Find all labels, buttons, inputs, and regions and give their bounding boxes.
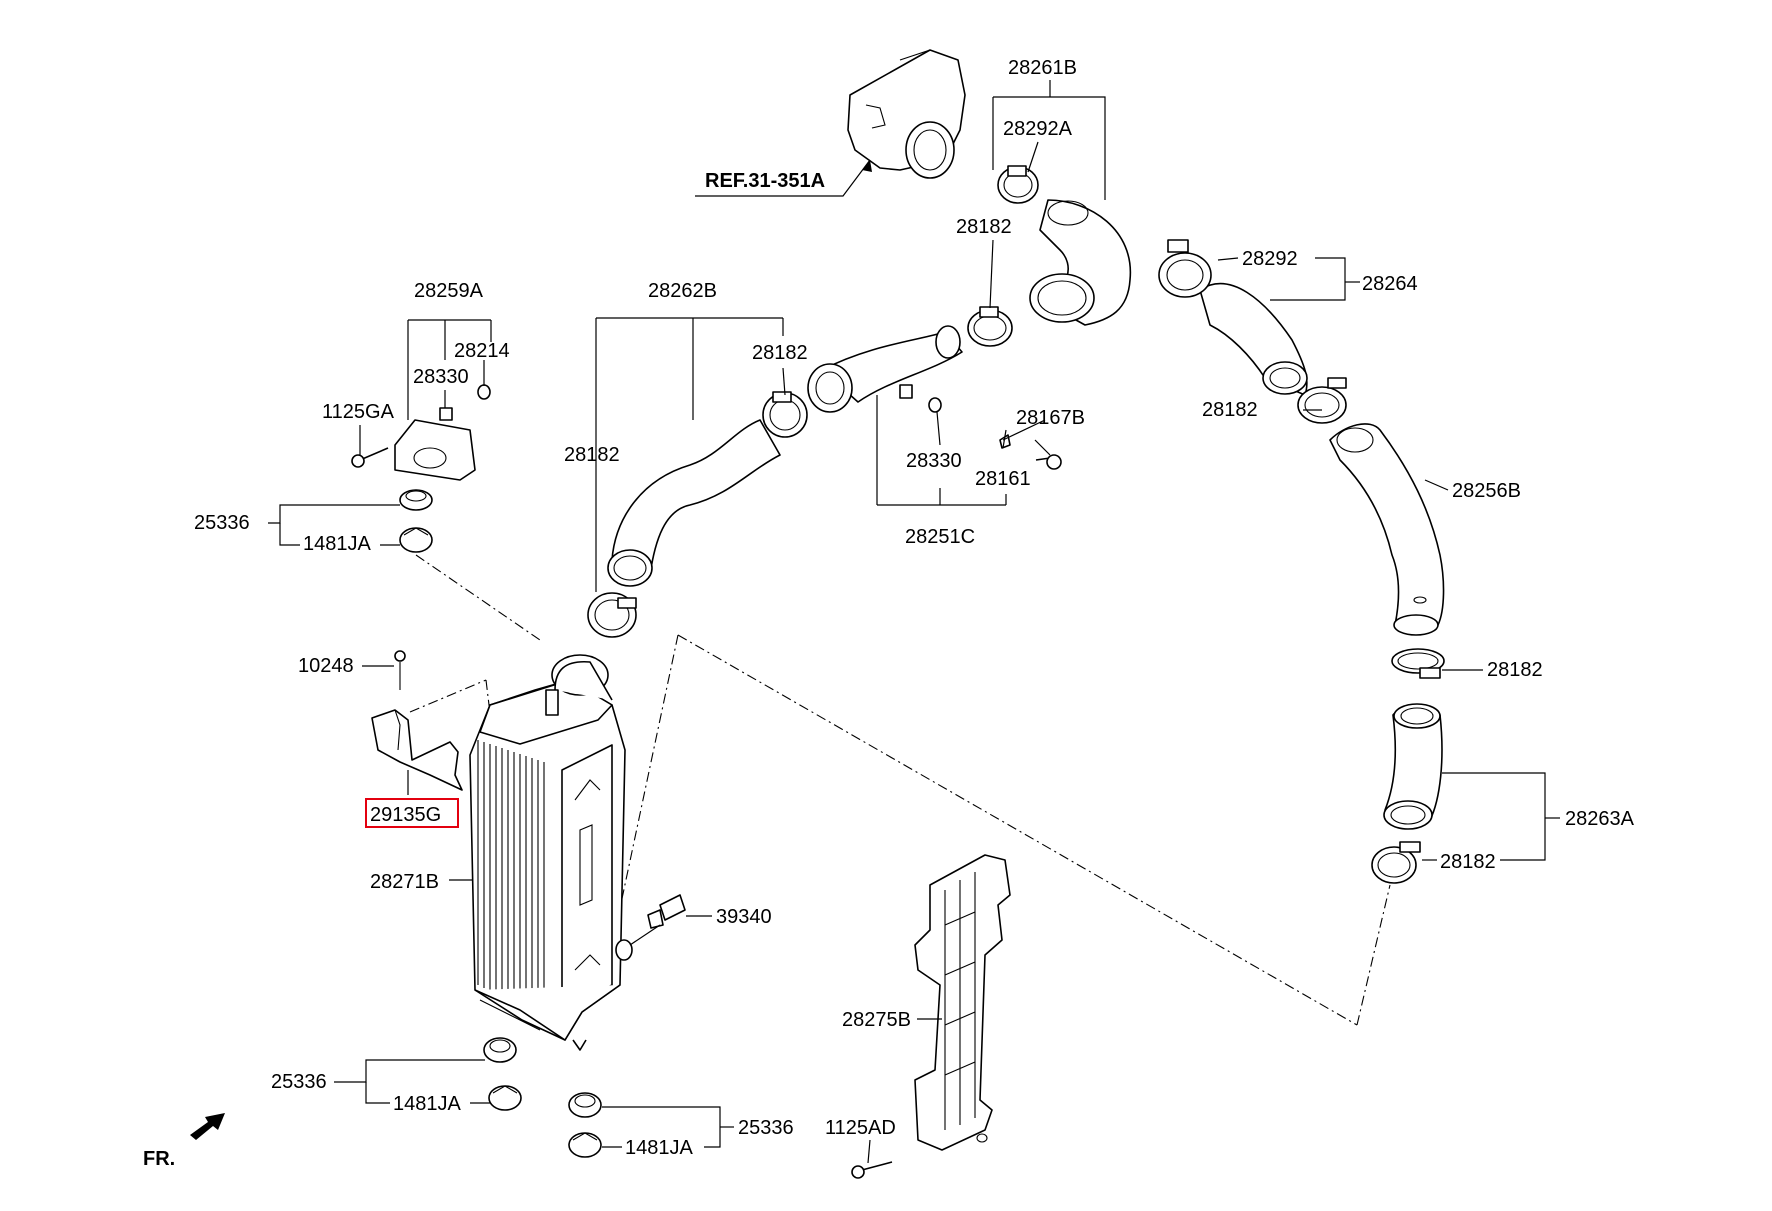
label-28182-right2[interactable]: 28182 (1487, 659, 1543, 681)
clamp-28182-top[interactable] (967, 306, 1013, 347)
label-28261B[interactable]: 28261B (1008, 57, 1077, 79)
label-1481JA-top[interactable]: 1481JA (303, 533, 371, 555)
label-28251C[interactable]: 28251C (905, 526, 975, 548)
front-direction-label: FR. (143, 1148, 175, 1170)
insulator-1481JA-top[interactable] (399, 527, 433, 553)
part-labels: 28261B 28292A REF.31-351A 28182 28292 28… (143, 57, 1635, 1170)
label-28259A[interactable]: 28259A (414, 280, 484, 302)
mounting-bracket-28259A[interactable] (394, 419, 476, 481)
label-1481JA-br[interactable]: 1481JA (625, 1137, 693, 1159)
sensor-39340[interactable] (615, 894, 686, 961)
label-1125AD[interactable]: 1125AD (825, 1117, 896, 1139)
label-1125GA[interactable]: 1125GA (322, 401, 395, 423)
insulator-25336-bl[interactable] (483, 1037, 517, 1063)
throttle-body-part[interactable] (847, 49, 966, 179)
label-28182-top[interactable]: 28182 (956, 216, 1012, 238)
label-28292[interactable]: 28292 (1242, 248, 1298, 270)
label-28214[interactable]: 28214 (454, 340, 510, 362)
screw-10248[interactable] (394, 650, 406, 690)
label-ref-31-351A[interactable]: REF.31-351A (705, 170, 825, 192)
label-39340[interactable]: 39340 (716, 906, 772, 928)
label-10248[interactable]: 10248 (298, 655, 354, 677)
bolt-28167B[interactable] (1035, 454, 1062, 470)
label-28161[interactable]: 28161 (975, 468, 1031, 490)
clamp-28182-left[interactable] (587, 592, 637, 638)
insulator-25336-top[interactable] (399, 489, 433, 511)
intercooler-hose-28263A[interactable] (1383, 703, 1443, 830)
air-guard-28275B[interactable] (914, 854, 1011, 1151)
label-29135G[interactable]: 29135G (370, 804, 441, 826)
nut-28330[interactable] (439, 407, 453, 421)
intercooler-hose-28262B[interactable] (607, 419, 781, 587)
label-28167B[interactable]: 28167B (1016, 407, 1085, 429)
label-28264[interactable]: 28264 (1362, 273, 1418, 295)
leader-lines (268, 80, 1560, 1164)
insulator-25336-br[interactable] (568, 1092, 602, 1118)
label-28182-right3[interactable]: 28182 (1440, 851, 1496, 873)
air-guide-29135G[interactable] (371, 709, 463, 791)
label-1481JA-bl[interactable]: 1481JA (393, 1093, 461, 1115)
label-28292A[interactable]: 28292A (1003, 118, 1073, 140)
clamp-28182-right2[interactable] (1391, 648, 1445, 679)
insulator-1481JA-bl[interactable] (488, 1085, 522, 1111)
label-28330-left[interactable]: 28330 (413, 366, 469, 388)
label-28330-mid[interactable]: 28330 (906, 450, 962, 472)
intercooler-core-28271B[interactable] (469, 654, 626, 1051)
clamp-28182-right3[interactable] (1371, 841, 1421, 884)
highlight-box-29135G (365, 798, 459, 828)
label-25336-top[interactable]: 25336 (194, 512, 250, 534)
label-28271B[interactable]: 28271B (370, 871, 439, 893)
label-28275B[interactable]: 28275B (842, 1009, 911, 1031)
turbo-hose-28264[interactable] (1199, 282, 1308, 396)
upper-elbow-hose[interactable] (1029, 199, 1132, 326)
clamp-28182-mid[interactable] (762, 391, 808, 438)
label-28182-left[interactable]: 28182 (564, 444, 620, 466)
clamp-28292[interactable] (1158, 239, 1212, 298)
sensor-28330[interactable] (928, 397, 942, 413)
label-28263A[interactable]: 28263A (1565, 808, 1635, 830)
label-25336-bl[interactable]: 25336 (271, 1071, 327, 1093)
clamp-28182-right1[interactable] (1297, 377, 1347, 424)
bolt-1125AD[interactable] (851, 1161, 893, 1179)
label-28256B[interactable]: 28256B (1452, 480, 1521, 502)
front-arrow-icon (190, 1113, 225, 1140)
bolt-1125GA[interactable] (351, 447, 389, 468)
insulator-1481JA-br[interactable] (568, 1132, 602, 1158)
label-28182-right1[interactable]: 28182 (1202, 399, 1258, 421)
nut-28214[interactable] (477, 384, 491, 400)
intercooler-pipe-28251C[interactable] (807, 325, 963, 413)
label-25336-br[interactable]: 25336 (738, 1117, 794, 1139)
label-28262B[interactable]: 28262B (648, 280, 717, 302)
clamp-28292A[interactable] (997, 165, 1039, 204)
label-28182-mid[interactable]: 28182 (752, 342, 808, 364)
intercooler-pipe-28256B[interactable] (1329, 423, 1445, 636)
